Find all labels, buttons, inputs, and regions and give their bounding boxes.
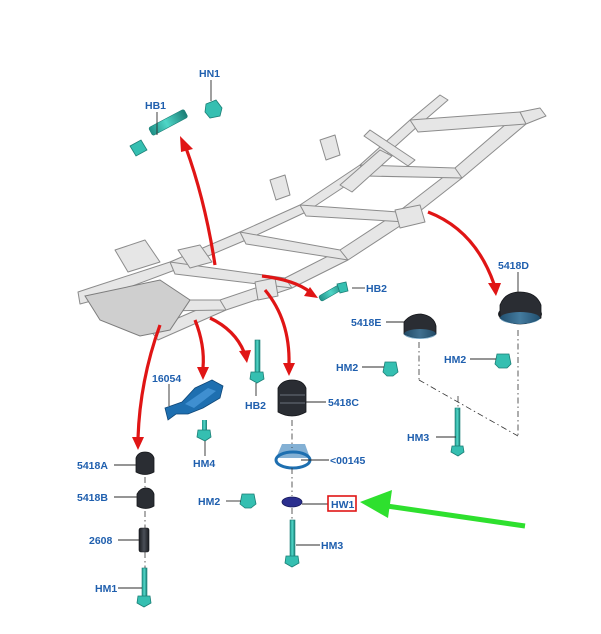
label-5418a: 5418A	[77, 460, 108, 472]
label-hb2-top: HB2	[366, 283, 387, 295]
label-hm4: HM4	[193, 458, 215, 470]
washer-hw1	[281, 496, 303, 508]
green-pointer-arrow	[360, 490, 526, 529]
assembly-centerlines	[144, 330, 519, 568]
label-hb2-mid: HB2	[245, 400, 266, 412]
sleeve-2608	[138, 527, 150, 553]
label-hm2-right: HM2	[444, 354, 466, 366]
leader-lines	[114, 80, 519, 589]
label-5418b: 5418B	[77, 492, 108, 504]
hm1-bolt	[136, 567, 152, 608]
hm3-low-bolt	[284, 519, 300, 568]
label-5418c: 5418C	[328, 397, 359, 409]
hm4-bolt	[196, 420, 212, 442]
mount-5418c	[277, 379, 307, 417]
label-5418e: 5418E	[351, 317, 381, 329]
hb2-top-bolt	[318, 281, 349, 302]
hm2-right-washer	[494, 353, 512, 369]
hm3-right-bolt	[450, 407, 465, 457]
label-2608: 2608	[89, 535, 113, 547]
label-hm1: HM1	[95, 583, 117, 595]
label-16054: 16054	[152, 373, 181, 385]
label-hm3-low: HM3	[321, 540, 343, 552]
part-labels: HN1 HB1 HB2 5418D 5418E HM2 HM2 16054 54…	[77, 68, 529, 595]
mount-5418a	[135, 451, 155, 475]
hm2-low-washer	[239, 493, 257, 509]
label-5418d: 5418D	[498, 260, 529, 272]
spacer-00145	[274, 444, 312, 470]
label-hm3-right: HM3	[407, 432, 429, 444]
hw1-highlight-box	[327, 495, 357, 512]
label-hw1: HW1	[331, 499, 354, 511]
label-hn1: HN1	[199, 68, 220, 80]
hn1-nut	[204, 99, 223, 119]
red-callout-arrows	[132, 136, 501, 450]
hb1-bolt	[129, 109, 188, 157]
hm2-mid-washer	[382, 361, 399, 377]
label-00145: <00145	[330, 455, 365, 467]
label-hb1: HB1	[145, 100, 166, 112]
bracket-16054	[164, 379, 224, 421]
chassis-frame	[77, 94, 547, 341]
mount-5418e	[403, 313, 437, 339]
label-hm2-low: HM2	[198, 496, 220, 508]
mount-5418b	[136, 487, 155, 509]
mount-5418d	[498, 291, 542, 325]
label-hm2-mid: HM2	[336, 362, 358, 374]
hb2-mid-bolt	[249, 339, 265, 384]
